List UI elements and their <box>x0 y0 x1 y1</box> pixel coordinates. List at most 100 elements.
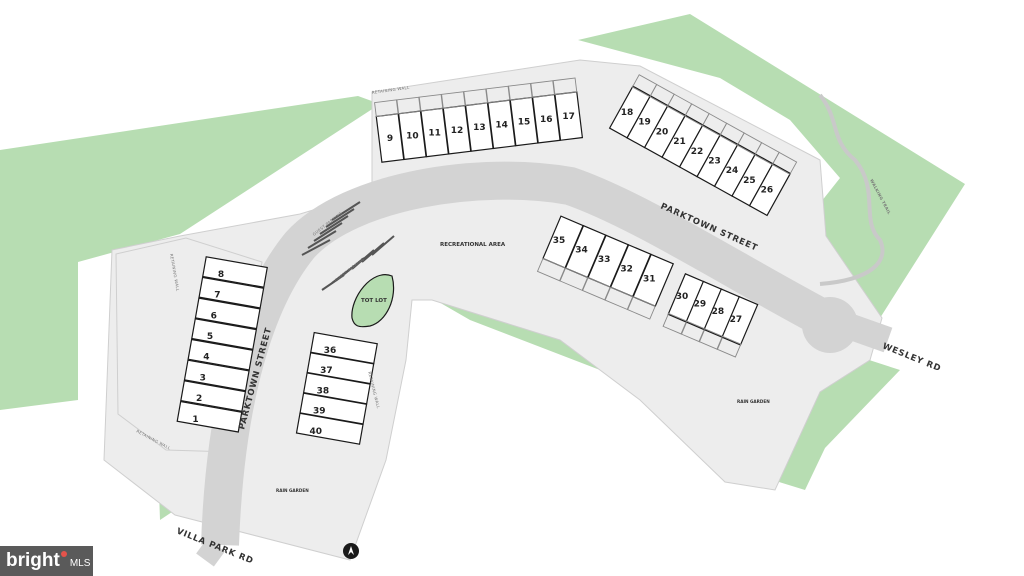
lot-7: 7 <box>198 276 265 309</box>
retaining-wall-top-label: RETAINING WALL <box>371 85 410 95</box>
lot-outline <box>183 359 250 392</box>
lot-6: 6 <box>194 297 261 330</box>
lot-yard-outline <box>374 99 399 118</box>
lot-row-top-east: 18 19 20 21 22 23 24 25 26 <box>608 74 798 217</box>
lot-15: 15 <box>508 82 539 147</box>
north-arrow-icon <box>343 543 359 559</box>
lot-4: 4 <box>187 338 254 371</box>
lot-yard-outline <box>530 80 555 98</box>
rain-garden-right-label: RAIN GARDEN <box>737 399 770 404</box>
lot-yard-outline <box>680 320 706 343</box>
bright-mls-logo: bright MLS <box>0 546 93 576</box>
lot-number: 26 <box>761 186 774 196</box>
recreational-area-label: RECREATIONAL AREA <box>440 242 506 248</box>
site-pad <box>103 59 883 561</box>
retaining-wall-left-label: RETAINING WALL <box>169 253 181 292</box>
lot-number: 7 <box>214 291 220 301</box>
lot-number: 36 <box>324 346 337 356</box>
lot-2: 2 <box>180 380 247 413</box>
lot-27: 27 <box>716 295 759 358</box>
lot-yard-outline <box>552 77 578 96</box>
lot-outline <box>198 276 265 309</box>
walking-trail <box>818 93 885 286</box>
lot-yard-outline <box>559 267 589 291</box>
lot-yard-outline <box>463 88 488 107</box>
lot-yard-outline <box>771 151 798 175</box>
lot-number: 14 <box>495 120 508 130</box>
lot-yard-outline <box>582 277 611 301</box>
tot-lot-label: TOT LOT <box>361 298 387 304</box>
lot-number: 22 <box>691 147 704 157</box>
green-space-northeast <box>578 14 965 318</box>
lot-outline <box>748 162 792 217</box>
lot-number: 6 <box>211 311 217 321</box>
lot-yard-outline <box>418 93 444 112</box>
guest-parking-stalls <box>301 201 395 291</box>
lot-outline <box>721 295 759 346</box>
lot-number: 19 <box>638 118 651 128</box>
lot-31: 31 <box>627 253 675 320</box>
lot-number: 10 <box>406 131 419 141</box>
lot-number: 17 <box>562 112 575 122</box>
lot-number: 12 <box>451 126 464 136</box>
brand-suffix: MLS <box>69 557 91 569</box>
lot-yard-outline <box>508 82 533 101</box>
lot-number: 38 <box>317 386 330 396</box>
lot-8: 8 <box>202 256 268 288</box>
lot-outline <box>295 412 364 445</box>
lot-yard-outline <box>716 335 742 358</box>
lot-number: 2 <box>196 394 202 404</box>
lot-number: 5 <box>207 332 213 342</box>
rain-garden-left-label: RAIN GARDEN <box>276 488 309 493</box>
lot-number: 16 <box>540 115 553 125</box>
lot-number: 32 <box>620 265 633 275</box>
lot-yard-outline <box>485 85 511 104</box>
lot-number: 25 <box>743 176 756 186</box>
lot-number: 31 <box>643 274 656 284</box>
brand-name: bright <box>6 550 60 571</box>
lot-row-left: 8 7 6 5 4 3 2 1 <box>176 256 268 433</box>
lot-number: 3 <box>200 373 206 383</box>
lot-number: 18 <box>621 108 634 118</box>
lot-number: 29 <box>694 300 707 310</box>
lot-outline <box>202 256 268 288</box>
lot-row-middle-west: 35 34 33 32 31 <box>536 215 675 320</box>
lot-yard-outline <box>536 257 566 282</box>
lot-number: 30 <box>676 292 689 302</box>
lot-outline <box>194 297 261 330</box>
lot-number: 23 <box>708 156 721 166</box>
lot-yard-outline <box>662 312 688 335</box>
lot-number: 39 <box>313 407 326 417</box>
lot-number: 20 <box>656 127 669 137</box>
brand-dot-icon <box>60 551 67 557</box>
lot-26: 26 <box>748 151 798 217</box>
lot-1: 1 <box>176 400 243 433</box>
lot-number: 34 <box>575 246 588 256</box>
lot-28: 28 <box>698 288 741 350</box>
lot-number: 33 <box>598 255 611 265</box>
lot-yard-outline <box>698 328 724 350</box>
lot-5: 5 <box>191 318 258 350</box>
villa-park-road <box>196 538 225 567</box>
lot-number: 4 <box>203 353 209 363</box>
lot-number: 13 <box>473 123 486 133</box>
lot-17: 17 <box>552 77 584 141</box>
lot-number: 28 <box>712 307 725 317</box>
lot-yard-outline <box>604 286 634 311</box>
lot-number: 40 <box>309 427 322 437</box>
lot-outline <box>180 380 247 413</box>
lot-yard-outline <box>627 296 656 320</box>
lot-number: 24 <box>726 166 739 176</box>
lot-outline <box>191 318 258 350</box>
lot-outline <box>187 338 254 371</box>
lot-yard-outline <box>396 96 421 115</box>
lot-number: 21 <box>673 137 686 147</box>
green-space-west <box>0 96 380 410</box>
lot-yard-outline <box>441 91 466 109</box>
lot-number: 8 <box>218 270 224 280</box>
lot-number: 35 <box>553 236 566 246</box>
lot-number: 1 <box>192 415 198 425</box>
